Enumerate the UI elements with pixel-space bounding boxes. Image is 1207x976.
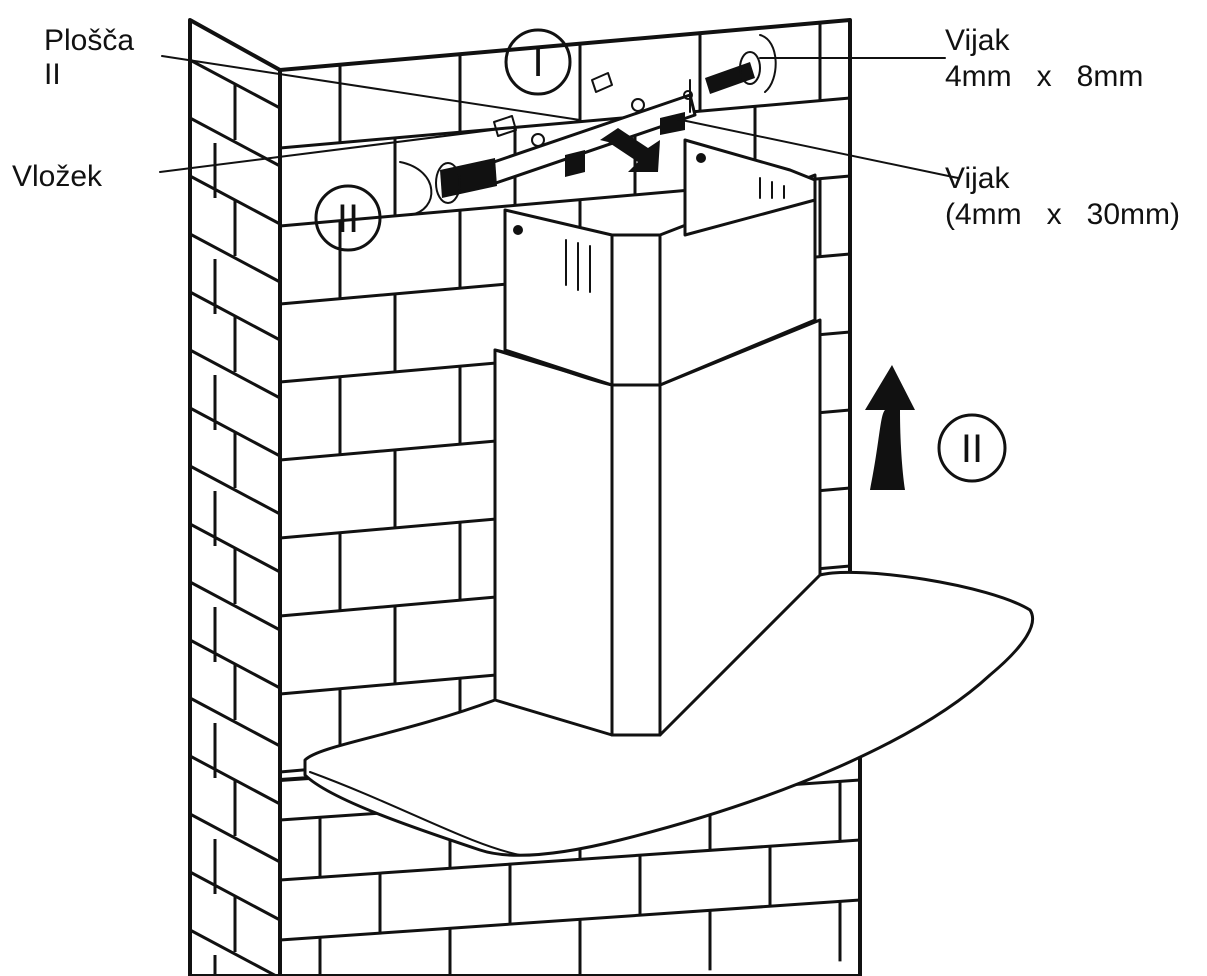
brick-line — [189, 812, 281, 864]
brick-line — [189, 928, 280, 976]
label-screw-small-size: 4mm x 8mm — [945, 60, 1143, 93]
brick-line — [189, 580, 281, 632]
label-screw-small-title: Vijak — [945, 24, 1010, 57]
step-one-marker: I — [504, 28, 572, 96]
leader-plate — [161, 55, 581, 121]
brick-line — [279, 898, 861, 942]
brick-line — [189, 638, 281, 690]
chimney-upper — [503, 138, 817, 387]
brick-line — [279, 838, 861, 882]
leader-screw-large — [671, 117, 959, 179]
step-one-label: I — [532, 41, 543, 85]
brick-line — [189, 348, 281, 400]
brick-line — [189, 754, 281, 806]
brick-line — [189, 174, 281, 226]
label-plate-suffix: II — [44, 58, 61, 91]
brick-line — [189, 522, 281, 574]
step-two-right-marker: II — [937, 413, 1007, 483]
leader-lines — [159, 55, 959, 179]
brick-line — [189, 58, 281, 110]
label-screw-large-size: (4mm x 30mm) — [945, 198, 1180, 231]
label-screw-large-title: Vijak — [945, 162, 1010, 195]
arrow-push-icon — [600, 128, 660, 172]
label-insert: Vložek — [12, 160, 103, 193]
screw-bracket-icon — [565, 112, 685, 177]
brick-line — [189, 290, 281, 342]
brick-line — [189, 870, 281, 922]
step-two-left-marker: II — [314, 184, 382, 252]
brick-line — [189, 232, 281, 284]
brick-line — [189, 696, 281, 748]
text-labels: Plošča II Vložek Vijak 4mm x 8mm Vijak (… — [12, 24, 1180, 231]
label-plate: Plošča — [44, 24, 134, 57]
step-two-right-label: II — [961, 427, 983, 471]
screw-small-icon — [705, 34, 777, 94]
step-two-left-label: II — [337, 197, 359, 241]
leader-insert — [159, 127, 509, 173]
screw-large-icon — [399, 158, 497, 216]
brick-line — [189, 406, 281, 458]
brick-line — [189, 464, 281, 516]
wall-inserts — [493, 72, 613, 137]
arrow-up-icon — [865, 365, 915, 490]
dowel-icon — [591, 72, 613, 93]
dowel-icon — [493, 115, 517, 137]
